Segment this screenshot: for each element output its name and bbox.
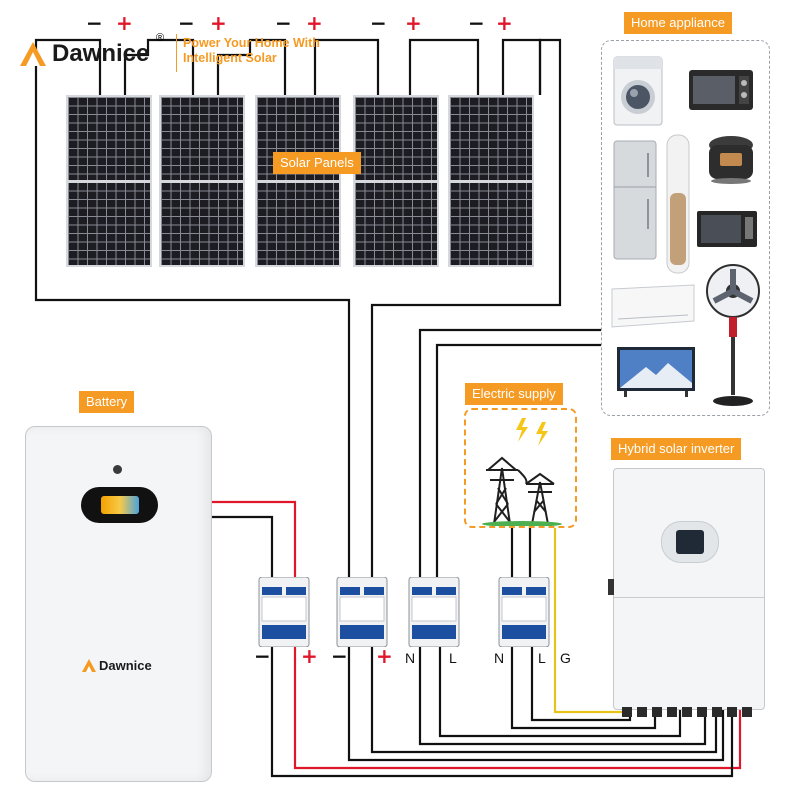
panel-3-plus-sign: + <box>306 11 323 35</box>
battery-brand-name: Dawnice <box>99 658 152 673</box>
split-air-conditioner-icon <box>611 284 695 328</box>
pv-breaker-minus: − <box>331 644 348 668</box>
pv-jump-wire-4 <box>408 38 480 95</box>
washing-machine-icon <box>613 56 663 126</box>
panel-1-minus-sign: − <box>86 11 103 35</box>
grid-breaker-n: N <box>494 650 505 666</box>
oven-icon <box>689 70 753 110</box>
load-wire-2 <box>435 343 601 577</box>
grid-ground-wire <box>553 528 625 714</box>
solar-panel-2 <box>159 95 245 267</box>
television-icon <box>617 347 695 397</box>
panel-4-minus-sign: − <box>370 11 387 35</box>
load-breaker-n: N <box>405 650 416 666</box>
solar-panels-label: Solar Panels <box>273 152 361 174</box>
load-breaker-out-n <box>418 646 707 746</box>
grid-breaker-g: G <box>560 650 571 666</box>
inverter-screen <box>676 530 704 554</box>
battery-brand-logo-mark <box>82 659 96 672</box>
battery-breaker <box>258 577 310 647</box>
battery-indicator-light <box>113 465 122 474</box>
power-tower-icon <box>482 456 562 526</box>
home-appliance-label: Home appliance <box>624 12 732 34</box>
inverter-seam <box>614 597 764 598</box>
load-breaker-out-l <box>438 646 682 738</box>
pv-string-top-wire <box>34 38 351 577</box>
inverter-cable-glands <box>622 707 756 717</box>
solar-panel-4 <box>353 95 439 267</box>
grid-breaker-l: L <box>538 650 546 666</box>
battery-breaker-minus: − <box>254 644 271 668</box>
stand-fan-icon <box>706 264 760 406</box>
brand-name: Dawnice <box>52 40 150 67</box>
battery-breaker-out-plus <box>293 646 742 770</box>
battery-breaker-plus: + <box>301 644 318 668</box>
pv-breaker-plus: + <box>376 644 393 668</box>
inverter-display-panel <box>661 521 719 563</box>
solar-panel-5 <box>448 95 534 267</box>
panel-4-plus-sign: + <box>405 11 422 35</box>
panel-3-minus-sign: − <box>275 11 292 35</box>
pv-breaker-out-minus <box>347 646 725 762</box>
brand-logo: Dawnice ® <box>18 32 183 70</box>
lightning-bolt-icon <box>516 418 548 446</box>
battery-label: Battery <box>79 391 135 413</box>
inverter-side-switch <box>608 579 614 595</box>
electric-supply-label: Electric supply <box>465 383 563 405</box>
load-wire-1 <box>418 328 601 577</box>
pv-breaker <box>336 577 388 647</box>
rice-cooker-icon <box>709 136 753 184</box>
battery-display <box>81 487 158 523</box>
solar-panel-3 <box>255 95 341 267</box>
pv-return-wire <box>370 38 562 577</box>
panel-5-minus-sign: − <box>468 11 485 35</box>
solar-panel-1 <box>66 95 152 267</box>
grid-breaker-out-n <box>510 646 657 730</box>
tower-air-conditioner-icon <box>666 134 690 274</box>
brand-logo-mark <box>20 42 46 66</box>
grid-breaker <box>498 577 550 647</box>
battery-breaker-out-minus <box>270 646 734 778</box>
panel-2-minus-sign: − <box>178 11 195 35</box>
pv-end-wire <box>501 38 542 95</box>
hybrid-inverter-label: Hybrid solar inverter <box>611 438 742 460</box>
battery-negative-wire <box>210 515 274 577</box>
refrigerator-icon <box>613 140 657 260</box>
microwave-icon <box>697 211 757 247</box>
slogan-line-1: Power Your Home With <box>183 36 320 50</box>
panel-2-plus-sign: + <box>210 11 227 35</box>
pv-string-plus-wire <box>123 38 195 95</box>
panel-1-plus-sign: + <box>116 11 133 35</box>
brand-divider <box>176 34 177 72</box>
hybrid-inverter-unit <box>608 468 765 717</box>
pv-jump-wire-3 <box>313 38 380 95</box>
battery-unit: Dawnice <box>25 426 212 782</box>
battery-positive-wire <box>210 500 297 577</box>
load-breaker-l: L <box>449 650 457 666</box>
load-breaker <box>408 577 460 647</box>
pv-jump-wire-2 <box>216 38 287 95</box>
panel-5-plus-sign: + <box>496 11 513 35</box>
registered-mark: ® <box>156 32 165 44</box>
electric-supply-group <box>464 408 577 528</box>
battery-display-screen <box>101 496 139 514</box>
brand-slogan: Power Your Home With Intelligent Solar <box>183 36 320 66</box>
pv-breaker-out-plus <box>370 646 718 754</box>
home-appliance-group <box>601 40 770 416</box>
slogan-line-2: Intelligent Solar <box>183 51 277 65</box>
